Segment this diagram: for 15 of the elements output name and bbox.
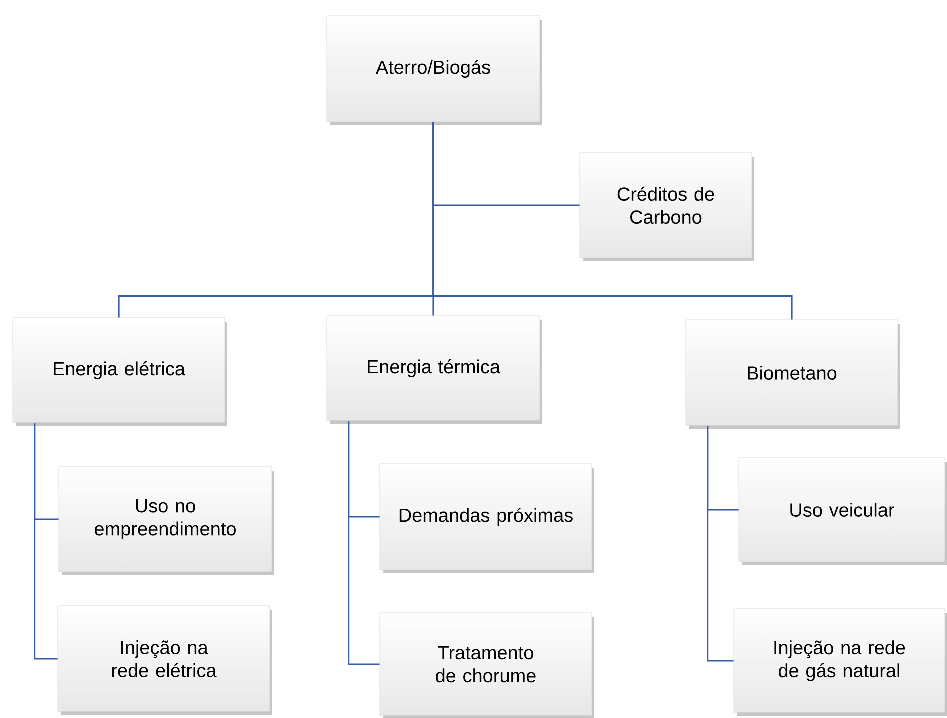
connector-line: [348, 421, 380, 666]
process-box: Créditos de Carbono: [580, 152, 754, 261]
connector-line: [707, 426, 734, 662]
process-box: Demandas próximas: [380, 464, 594, 573]
process-box: Injeção na rede elétrica: [58, 606, 272, 715]
connector-line: [34, 423, 58, 660]
process-box: Uso no empreendimento: [58, 466, 274, 575]
process-box: Tratamento de chorume: [380, 612, 594, 718]
process-box: Biometano: [686, 320, 900, 429]
process-box: Aterro/Biogás: [326, 16, 542, 125]
process-box: Injeção na rede de gás natural: [734, 608, 947, 716]
process-box: Energia elétrica: [12, 318, 227, 426]
process-box: Uso veicular: [738, 458, 947, 565]
process-box: Energia térmica: [326, 316, 542, 424]
connector-line: [432, 122, 793, 320]
